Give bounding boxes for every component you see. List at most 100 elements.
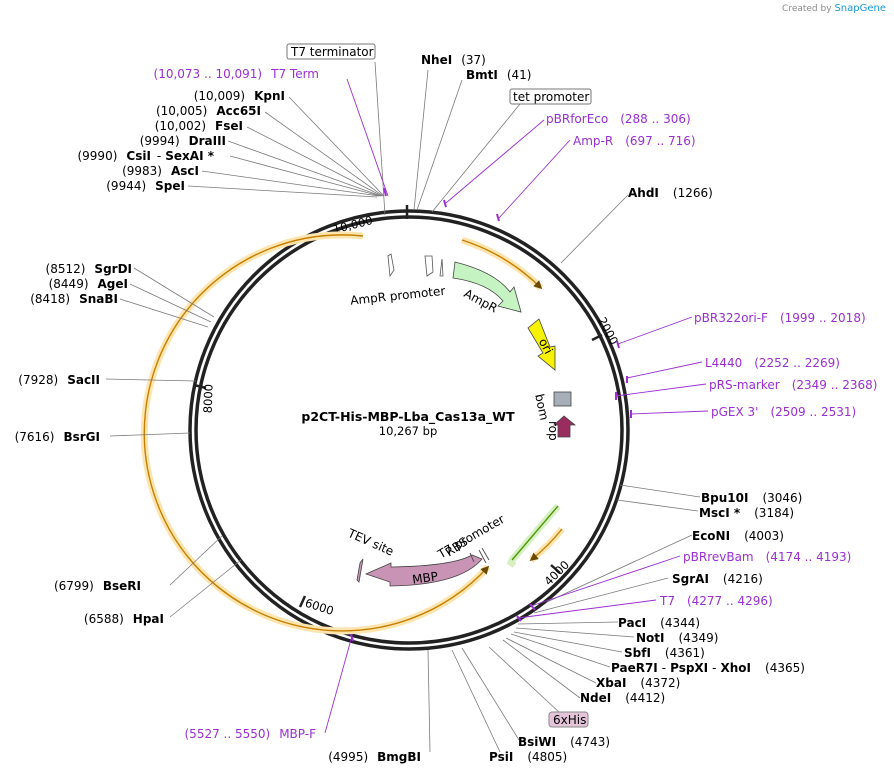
site-name: NotI: [636, 631, 665, 645]
site-pos: (9994): [140, 134, 180, 148]
primer-name: T7: [659, 594, 675, 608]
plasmid-name: p2CT-His-MBP-Lba_Cas13a_WT: [301, 409, 515, 425]
site-pos: (8449): [49, 277, 89, 291]
credit-prefix: Created by: [782, 4, 832, 14]
feature-label-mbp: MBP: [411, 569, 439, 586]
site-name: HpaI: [133, 612, 164, 626]
site-name: AscI: [171, 164, 199, 178]
site-name: BmtI: [466, 68, 498, 82]
svg-text:Bpu10I(3046): Bpu10I (3046): [701, 491, 802, 505]
primer-range: (2252 .. 2269): [754, 356, 840, 370]
label-tet-promoter: tet promoter: [513, 90, 589, 104]
site-pos: (4344): [660, 616, 700, 630]
feature-label-ori: ori: [536, 336, 556, 356]
site-name: CsiI: [126, 149, 151, 163]
site-name: PspXI: [670, 661, 708, 675]
primer-name: MBP-F: [279, 727, 316, 741]
primer-name: pBR322ori-F: [694, 311, 768, 325]
primer-name: Amp-R: [573, 134, 613, 148]
primer-name: L4440: [705, 356, 742, 370]
site-name: AgeI: [98, 277, 128, 291]
site-name: PaeR7I: [611, 661, 658, 675]
site-name: EcoNI: [692, 529, 730, 543]
svg-text:(8449)AgeI: (8449) AgeI: [49, 277, 128, 291]
site-pos: (4995): [328, 750, 368, 764]
svg-text:(10,009)KpnI: (10,009)KpnI: [194, 89, 285, 103]
site-name: XbaI: [596, 676, 626, 690]
cds-arcs: [140, 231, 565, 635]
site-pos: (9944): [106, 179, 146, 193]
primer-range: (4174 .. 4193): [766, 550, 852, 564]
svg-text:(10,073 .. 10,091)T7 Term: (10,073 .. 10,091)T7 Term: [154, 67, 319, 81]
site-name: BmgBI: [377, 750, 421, 764]
site-name: SpeI: [155, 179, 185, 193]
site-pos: (9990): [77, 149, 117, 163]
primer-leaders: [324, 78, 709, 734]
site-pos: (4365): [765, 661, 805, 675]
ruler-label-6000: 6000: [303, 596, 335, 618]
rop-arrow: [552, 415, 577, 438]
svg-text:pRS-marker(2349 .. 2368): pRS-marker(2349 .. 2368): [709, 378, 877, 392]
snapgene-logo: SnapGene: [834, 3, 886, 14]
svg-text:(6588)HpaI: (6588) HpaI: [84, 612, 164, 626]
site-name: SexAI *: [165, 149, 214, 163]
site-pos: (4372): [640, 676, 680, 690]
site-leaders: [105, 61, 701, 753]
svg-text:(8512)SgrDI: (8512)SgrDI: [46, 262, 132, 276]
plasmid-size: 10,267 bp: [379, 424, 438, 438]
feature-label-ampr-promoter: AmpR promoter: [350, 284, 446, 308]
site-pos: (1266): [673, 186, 713, 200]
ori-arrow: [527, 318, 556, 371]
primer-name: pGEX 3': [711, 405, 758, 419]
svg-text:EcoNI(4003): EcoNI (4003): [692, 529, 784, 543]
ampr-gene-arrow: [452, 261, 522, 313]
svg-text:pGEX 3'(2509 .. 2531): pGEX 3' (2509 .. 2531): [711, 405, 856, 419]
svg-text:(9983)AscI: (9983)AscI: [122, 164, 199, 178]
site-name: KpnI: [254, 89, 285, 103]
svg-text:(6799)BseRI: (6799)BseRI: [54, 579, 141, 593]
svg-text:BmtI(41): BmtI(41): [466, 68, 532, 82]
sites-right: NheI (37) BmtI(41) AhdI (1266) Bpu10I (3046…: [421, 53, 805, 764]
site-name: AhdI: [628, 186, 659, 200]
site-name: MscI *: [699, 506, 741, 520]
svg-text:(7616)BsrGI: (7616)BsrGI: [15, 430, 100, 444]
site-pos: (6588): [84, 612, 124, 626]
backbone: [188, 209, 630, 651]
site-pos: (6799): [54, 579, 94, 593]
site-pos: (3046): [762, 491, 802, 505]
tet-promoter-arrow: [424, 255, 434, 277]
site-name: PsiI: [489, 750, 513, 764]
primer-range: (2509 .. 2531): [770, 405, 856, 419]
primer-range: (288 .. 306): [620, 112, 690, 126]
site-pos: (37): [461, 53, 486, 67]
bom-box: [553, 391, 572, 407]
svg-text:(10,002)FseI: (10,002)FseI: [155, 119, 243, 133]
site-pos: (4361): [665, 646, 705, 660]
site-name: Bpu10I: [701, 491, 748, 505]
primer-name: pBRforEco: [546, 112, 608, 126]
primer-range: (1999 .. 2018): [780, 311, 866, 325]
sites-left: (10,009)KpnI (10,005)Acc65I (10,002)FseI…: [15, 89, 421, 764]
site-pos: (8418): [30, 292, 70, 306]
svg-text:Amp-R(697 .. 716): Amp-R (697 .. 716): [573, 134, 696, 148]
feature-label-rop: rop: [546, 421, 560, 441]
site-name: PacI: [618, 616, 646, 630]
site-name: NheI: [421, 53, 452, 67]
svg-text:L4440(2252 .. 2269): L4440 (2252 .. 2269): [705, 356, 840, 370]
site-name: SgrAI: [672, 572, 709, 586]
snapgene-credit: Created by SnapGene: [782, 3, 886, 14]
primer-labels: (10,073 .. 10,091)T7 Term pBRforEco (288 …: [154, 67, 878, 741]
primer-range: (697 .. 716): [625, 134, 695, 148]
inner-features: [356, 253, 577, 587]
site-pos: (10,005): [156, 104, 207, 118]
mbp-arrow: [364, 554, 483, 587]
feature-label-tev-site: TEV site: [345, 526, 396, 559]
site-pos: (4003): [744, 529, 784, 543]
svg-text:NheI(37): NheI (37): [421, 53, 486, 67]
svg-text:NdeI(4412): NdeI(4412): [580, 691, 665, 705]
site-name: SnaBI: [79, 292, 118, 306]
primer-range: (10,073 .. 10,091): [154, 67, 263, 81]
svg-text:PaeR7I-PspXI-XhoI(4365): PaeR7I-PspXI-XhoI(4365): [611, 661, 805, 675]
site-pos: (4216): [723, 572, 763, 586]
